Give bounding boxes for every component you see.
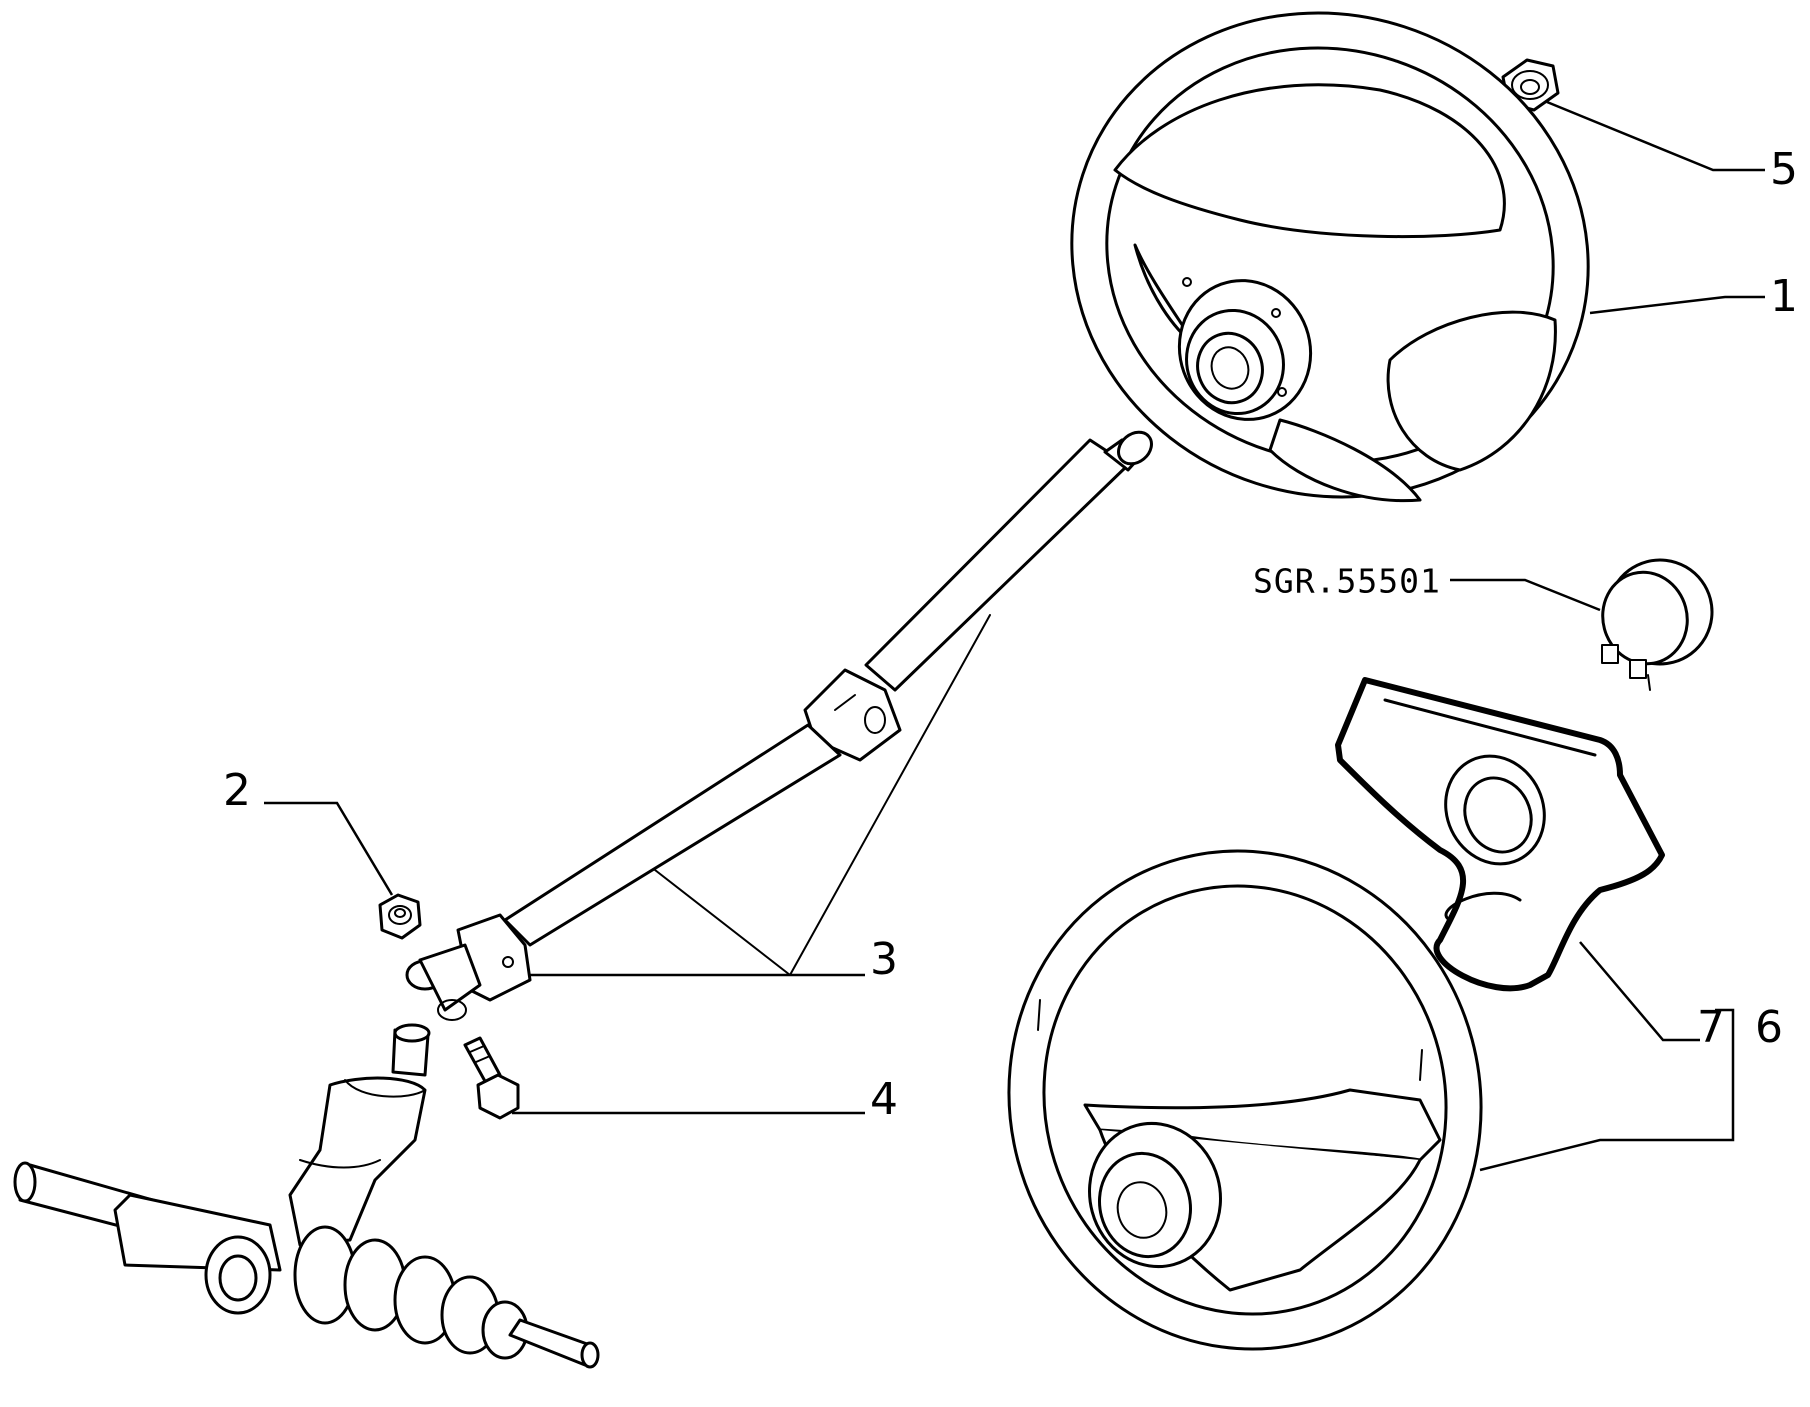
part-1-steering-wheel	[1070, 11, 1590, 503]
leader-ref-code	[1450, 578, 1601, 612]
callout-4: 4	[870, 1074, 898, 1125]
leader-1	[1589, 295, 1765, 315]
callout-5: 5	[1770, 144, 1798, 195]
part-7-horn-pad	[1335, 677, 1665, 992]
part-6-steering-wheel-airbag	[1007, 849, 1483, 1351]
leader-2	[264, 801, 394, 896]
leader-6	[1479, 1008, 1735, 1172]
callout-3: 3	[870, 934, 898, 985]
callout-2: 2	[223, 765, 251, 816]
reference-code-label: SGR.55501	[1253, 562, 1441, 601]
part-4-bolt	[463, 1036, 520, 1120]
leader-5	[1546, 100, 1765, 172]
steering-rack-assembly	[13, 1023, 600, 1369]
part-3-steering-shaft	[405, 430, 1153, 1021]
callout-6: 6	[1755, 1002, 1783, 1053]
horn-contact-part	[1601, 558, 1714, 691]
part-2-nut	[378, 893, 422, 940]
callout-1: 1	[1770, 271, 1798, 322]
leader-7	[1579, 941, 1700, 1042]
